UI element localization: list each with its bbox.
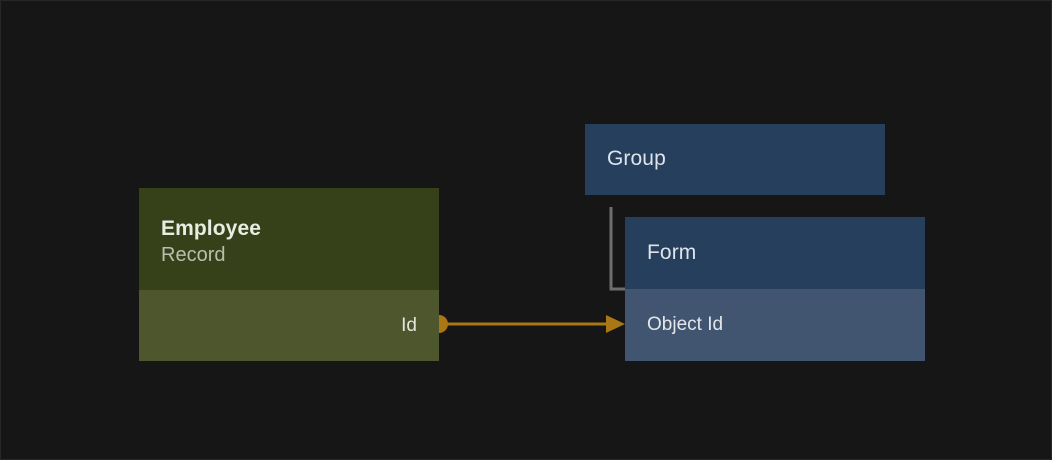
node-employee-field-id-label: Id bbox=[401, 314, 417, 336]
node-employee[interactable]: Employee Record Id bbox=[139, 188, 439, 361]
node-form-field-object-id-label: Object Id bbox=[647, 314, 724, 335]
node-employee-header[interactable]: Employee Record bbox=[139, 188, 439, 290]
node-form-title: Form bbox=[647, 240, 697, 264]
relation-arrowhead-icon bbox=[606, 315, 625, 333]
node-group[interactable]: Group bbox=[585, 124, 885, 195]
node-group-title: Group bbox=[607, 147, 666, 171]
node-form-header[interactable]: Form bbox=[625, 217, 925, 289]
node-form[interactable]: Form Object Id bbox=[625, 217, 925, 361]
node-group-header[interactable]: Group bbox=[585, 124, 885, 195]
bracket-line bbox=[609, 207, 625, 291]
node-employee-title: Employee bbox=[161, 216, 262, 240]
node-employee-field-id[interactable]: Id bbox=[139, 290, 439, 361]
node-employee-subtitle: Record bbox=[161, 243, 226, 266]
node-form-field-object-id[interactable]: Object Id bbox=[625, 289, 925, 361]
